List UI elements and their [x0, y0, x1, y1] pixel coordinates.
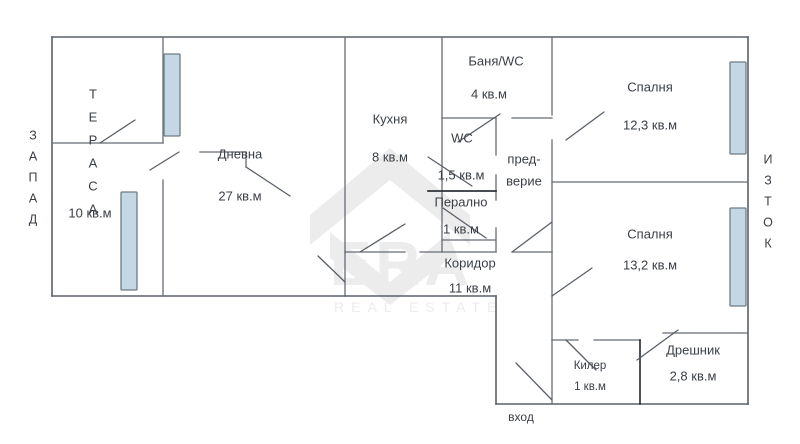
room-spalnya-2: Спалня 13,2 кв.м	[623, 226, 677, 272]
compass-west-letter-0: З	[29, 128, 37, 142]
watermark-tagline: REAL ESTATE	[334, 299, 503, 315]
room-dnevna-name: Дневна	[218, 146, 263, 161]
room-spalnya-1-area: 12,3 кв.м	[623, 117, 677, 132]
room-koridor: Коридор 11 кв.м	[444, 255, 495, 295]
room-terasa: Т Е Р А С А 10 кв.м	[68, 86, 111, 220]
watermark-era-real-estate: ERA REAL ESTATE	[310, 148, 503, 315]
room-kuhnya: Кухня 8 кв.м	[372, 111, 408, 164]
room-terasa-letter-4: С	[88, 178, 97, 193]
room-dreshnik-area: 2,8 кв.м	[670, 368, 717, 383]
compass-east-letter-1: З	[764, 173, 772, 187]
watermark-brand: ERA	[330, 230, 473, 299]
compass-east-letter-3: О	[763, 215, 773, 229]
room-predverie: пред- верие	[506, 151, 542, 188]
room-wc: WC 1,5 кв.м	[438, 130, 485, 182]
room-spalnya-1: Спалня 12,3 кв.м	[623, 79, 677, 132]
compass-west-letter-1: А	[29, 149, 38, 163]
compass-east: И З Т О К	[763, 152, 773, 250]
room-kiler-name: Килер	[574, 360, 607, 372]
window-bedroom-bottom	[729, 207, 747, 307]
window-terrace-top	[163, 53, 181, 137]
room-peralno-name: Перално	[434, 194, 487, 209]
room-dnevna: Дневна 27 кв.м	[218, 146, 263, 203]
window-terrace-bottom	[120, 191, 138, 291]
exterior-walls	[51, 36, 749, 405]
room-dreshnik-name: Дрешник	[666, 342, 720, 357]
room-dnevna-area: 27 кв.м	[218, 188, 261, 203]
room-peralno-area: 1 кв.м	[443, 221, 479, 236]
room-kuhnya-area: 8 кв.м	[372, 149, 408, 164]
room-predverie-line-0: пред-	[507, 151, 540, 166]
compass-east-letter-2: Т	[764, 194, 772, 208]
interior-walls	[51, 36, 749, 405]
compass-west-letter-2: П	[29, 170, 38, 184]
room-spalnya-2-name: Спалня	[627, 226, 672, 241]
window-bedroom-top	[729, 61, 747, 155]
room-spalnya-2-area: 13,2 кв.м	[623, 257, 677, 272]
room-spalnya-1-name: Спалня	[627, 79, 672, 94]
room-kuhnya-name: Кухня	[373, 111, 408, 126]
room-kiler: Килер 1 кв.м	[574, 360, 607, 393]
room-terasa-letter-5: А	[89, 201, 98, 216]
room-terasa-letter-0: Т	[89, 86, 97, 101]
room-banya-wc-area: 4 кв.м	[471, 86, 507, 101]
room-dreshnik: Дрешник 2,8 кв.м	[666, 342, 720, 383]
room-banya-wc: Баня/WC 4 кв.м	[468, 53, 523, 101]
compass-west-letter-3: А	[29, 191, 38, 205]
room-terasa-letter-1: Е	[89, 109, 98, 124]
room-kiler-area: 1 кв.м	[574, 381, 606, 393]
room-banya-wc-name: Баня/WC	[468, 53, 523, 68]
room-wc-area: 1,5 кв.м	[438, 167, 485, 182]
room-terasa-letter-2: Р	[89, 132, 98, 147]
entrance-label: вход	[508, 410, 534, 424]
compass-east-letter-4: К	[764, 236, 772, 250]
compass-east-letter-0: И	[764, 152, 773, 166]
room-peralno: Перално 1 кв.м	[434, 194, 487, 236]
room-wc-name: WC	[451, 130, 473, 145]
room-koridor-name: Коридор	[444, 255, 495, 270]
door-swings	[99, 111, 679, 401]
windows	[120, 53, 747, 307]
room-koridor-area: 11 кв.м	[449, 280, 491, 295]
room-predverie-line-1: верие	[506, 173, 542, 188]
compass-west-letter-4: Д	[29, 212, 38, 226]
room-terasa-area: 10 кв.м	[68, 205, 111, 220]
compass-west: З А П А Д	[29, 128, 38, 226]
room-terasa-letter-3: А	[89, 155, 98, 170]
